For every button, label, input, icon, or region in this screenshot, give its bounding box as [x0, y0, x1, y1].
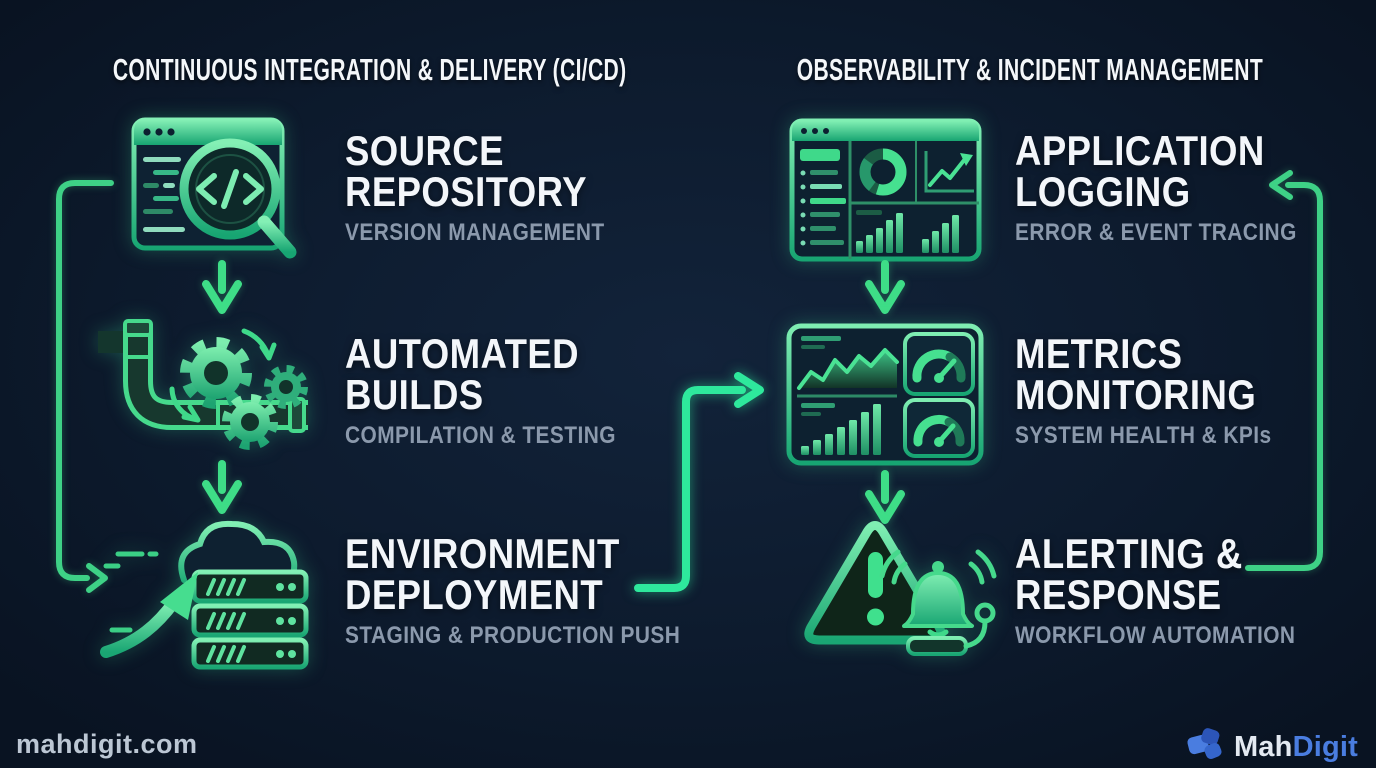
step-title: BUILDS [345, 371, 484, 418]
code-search-window-icon [128, 112, 308, 272]
step-subtitle: WORKFLOW AUTOMATION [1015, 622, 1296, 649]
cicd-header-text: CONTINUOUS INTEGRATION & DELIVERY (CI/CD… [113, 52, 627, 87]
step-subtitle: VERSION MANAGEMENT [345, 219, 605, 246]
step-subtitle: COMPILATION & TESTING [345, 422, 616, 449]
brand-prefix: Mah [1233, 731, 1293, 763]
brand-mark-icon [1186, 727, 1226, 768]
observability-header-text: OBSERVABILITY & INCIDENT MANAGEMENT [796, 52, 1264, 87]
website-url: mahdigit.com [16, 729, 198, 759]
pipeline-gears-icon [98, 315, 316, 472]
step-subtitle: SYSTEM HEALTH & KPIs [1015, 422, 1272, 449]
step-title: MONITORING [1015, 371, 1257, 418]
brand-logo: MahDigit [1186, 727, 1358, 768]
brand-suffix: Digit [1292, 731, 1358, 763]
metrics-dashboard-icon [785, 322, 985, 472]
step-subtitle: ERROR & EVENT TRACING [1015, 219, 1297, 246]
step-title: REPOSITORY [345, 168, 587, 215]
step-title: METRICS [1015, 330, 1183, 377]
logs-dashboard-icon [788, 115, 983, 270]
cloud-deploy-icon [96, 510, 321, 675]
step-title: SOURCE [345, 127, 504, 174]
step-alerting-response: ALERTING & RESPONSE WORKFLOW AUTOMATION [1015, 533, 1337, 650]
brand-name: MahDigit [1234, 731, 1358, 764]
step-title: APPLICATION [1015, 127, 1265, 174]
step-automated-builds: AUTOMATED BUILDS COMPILATION & TESTING [345, 333, 656, 450]
cicd-header: CONTINUOUS INTEGRATION & DELIVERY (CI/CD… [70, 50, 670, 90]
step-title: AUTOMATED [345, 330, 579, 377]
step-environment-deployment: ENVIRONMENT DEPLOYMENT STAGING & PRODUCT… [345, 533, 730, 650]
step-source-repository: SOURCE REPOSITORY VERSION MANAGEMENT [345, 130, 643, 247]
step-title: LOGGING [1015, 168, 1191, 215]
step-title: ALERTING & [1015, 530, 1243, 577]
alert-bell-icon [788, 510, 998, 675]
step-subtitle: STAGING & PRODUCTION PUSH [345, 622, 681, 649]
step-application-logging: APPLICATION LOGGING ERROR & EVENT TRACIN… [1015, 130, 1339, 247]
step-metrics-monitoring: METRICS MONITORING SYSTEM HEALTH & KPIs [1015, 333, 1310, 450]
step-title: ENVIRONMENT [345, 530, 620, 577]
step-title: RESPONSE [1015, 571, 1222, 618]
observability-header: OBSERVABILITY & INCIDENT MANAGEMENT [750, 50, 1310, 90]
step-title: DEPLOYMENT [345, 571, 604, 618]
